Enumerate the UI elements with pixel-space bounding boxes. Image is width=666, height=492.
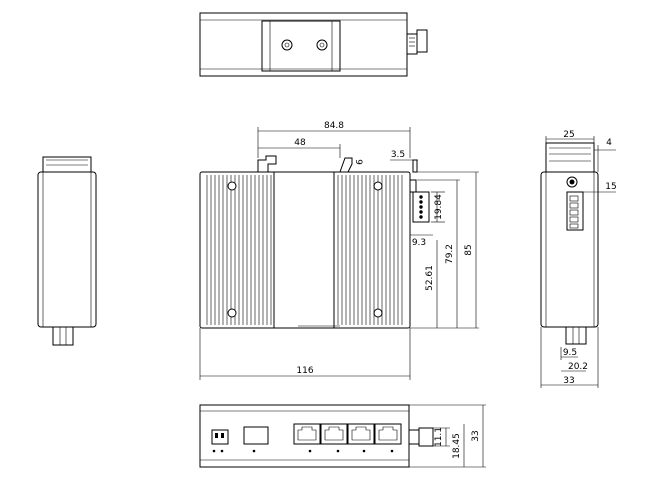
dim-116: 116 (296, 366, 313, 376)
screw-icon (227, 181, 237, 191)
dim-9: 9 (353, 159, 363, 165)
dim-48: 48 (294, 138, 306, 148)
dim-33-bottom: 33 (471, 430, 481, 441)
dim-25: 25 (563, 130, 574, 140)
screw-icon (373, 181, 383, 191)
screw-icon (227, 308, 237, 318)
rj45-port-icon (374, 423, 402, 445)
dim-20-2: 20.2 (568, 362, 588, 372)
front-view: 84.8 48 9 3.5 19.84 9.3 52.61 79.2 85 (199, 121, 479, 380)
rj45-port-icon (293, 423, 321, 445)
bottom-view: 11.1 18.45 33 (199, 404, 486, 468)
right-side-view: 25 4 15 9.5 20.2 33 (540, 130, 617, 388)
screw-icon (373, 308, 383, 318)
dip-switch-icon (211, 429, 229, 445)
heatsink-fins-right (337, 175, 403, 325)
window-icon (243, 426, 269, 445)
dim-85: 85 (464, 244, 474, 255)
dim-9-3: 9.3 (412, 238, 426, 248)
dim-9-5: 9.5 (563, 348, 577, 358)
dim-84-8: 84.8 (324, 121, 344, 131)
left-side-view (37, 156, 97, 346)
screw-icon (316, 39, 328, 51)
rj45-port-icon (347, 423, 375, 445)
power-connector-icon (566, 176, 578, 188)
dim-33: 33 (563, 376, 574, 386)
dim-18-45: 18.45 (452, 433, 462, 459)
dim-11-1: 11.1 (434, 427, 444, 447)
rj45-port-icon (320, 423, 348, 445)
dim-15: 15 (605, 182, 616, 192)
heatsink-fins-left (206, 175, 272, 325)
dim-52-61: 52.61 (425, 265, 435, 291)
dim-79-2: 79.2 (445, 244, 455, 264)
top-view (199, 12, 428, 77)
dim-19-84: 19.84 (434, 194, 444, 220)
dim-4: 4 (606, 138, 612, 148)
screw-icon (281, 39, 293, 51)
dim-3-5: 3.5 (391, 150, 405, 160)
